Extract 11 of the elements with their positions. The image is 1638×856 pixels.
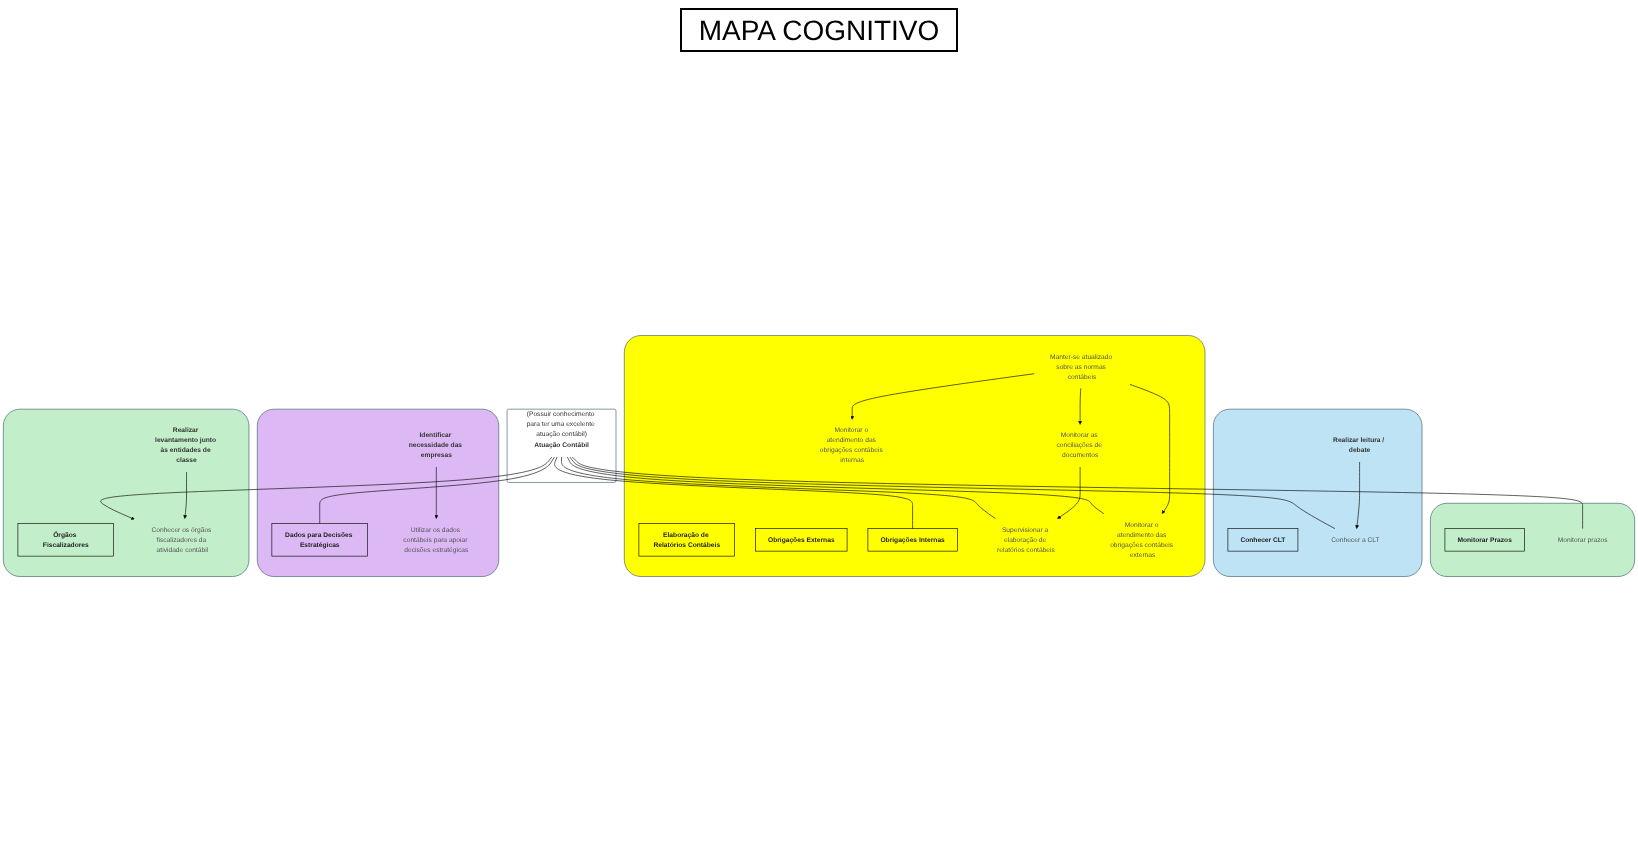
cluster (1430, 502, 1635, 577)
cluster (257, 408, 500, 577)
connector (567, 456, 1105, 514)
cluster (624, 335, 1206, 577)
cluster (1213, 408, 1423, 577)
connector (554, 456, 913, 529)
connector (569, 456, 1336, 529)
cluster (3, 408, 250, 577)
connector (319, 456, 555, 524)
title: MAPA COGNITIVO (680, 8, 958, 52)
connector (561, 456, 996, 519)
